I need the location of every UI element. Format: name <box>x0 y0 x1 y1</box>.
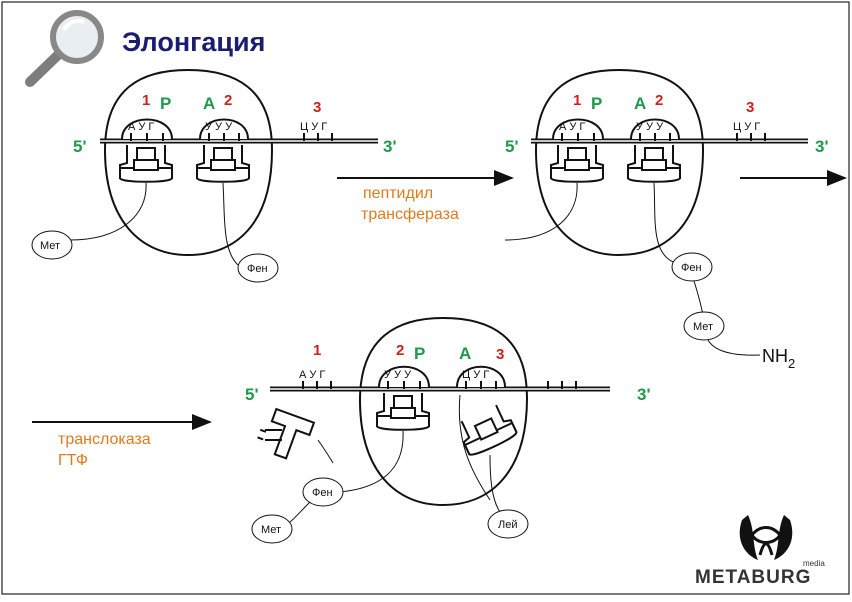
ribosome-stage-3: 5' 3' 1 2 P A 3 А У Г У У У Ц У Г Фен Ме… <box>245 316 651 544</box>
ribosome-stage-1: 5' 3' 1 P A 2 3 А У Г У У У Ц У Г Мет Фе… <box>31 68 397 283</box>
site-letter-a: A <box>459 344 471 363</box>
trna-released <box>257 407 316 460</box>
aa-label-phe: Фен <box>247 263 268 275</box>
site-number-2: 2 <box>396 342 404 359</box>
three-prime-label: 3' <box>637 385 651 404</box>
enzyme-label-line-1: пептидил <box>363 185 433 202</box>
site-letter-p: P <box>160 94 171 113</box>
three-prime-label: 3' <box>815 137 829 156</box>
aa-label-leu: Лей <box>498 519 517 531</box>
site-number-1: 1 <box>313 342 321 359</box>
codon-next: Ц У Г <box>733 121 760 133</box>
magnifier-icon <box>25 10 104 87</box>
logo-sub-text: media <box>803 559 825 568</box>
aa-label-phe: Фен <box>312 487 333 499</box>
logo-brand-text: METABURG <box>695 567 811 588</box>
site-number-1: 1 <box>142 92 150 109</box>
three-prime-label: 3' <box>383 137 397 156</box>
codon-p: А У Г <box>128 121 154 133</box>
aa-label-met: Мет <box>261 524 281 536</box>
five-prime-label: 5' <box>73 137 87 156</box>
site-letter-a: A <box>203 94 215 113</box>
gtp-label: ГТФ <box>58 452 88 469</box>
site-letter-p: P <box>414 344 425 363</box>
codon-a: У У У <box>636 121 664 133</box>
trna-incoming <box>460 404 518 456</box>
site-number-3: 3 <box>746 99 754 116</box>
codon-p: У У У <box>384 369 412 381</box>
site-letter-p: P <box>591 94 602 113</box>
metaburg-logo-icon: METABURG media <box>695 515 825 588</box>
aa-bubble-phe <box>237 253 279 283</box>
site-letter-a: A <box>634 94 646 113</box>
codon-a: Ц У Г <box>462 369 489 381</box>
site-number-2: 2 <box>655 92 663 109</box>
aa-label-met: Мет <box>40 240 60 252</box>
site-number-2: 2 <box>224 92 232 109</box>
page-title: Элонгация <box>122 27 265 57</box>
ribosome-stage-2: 5' 3' 1 P A 2 3 А У Г У У У Ц У Г Фен Ме… <box>504 68 829 371</box>
aa-label-met: Мет <box>693 321 713 333</box>
codon-p: А У Г <box>559 121 585 133</box>
five-prime-label: 5' <box>245 385 259 404</box>
site-number-1: 1 <box>573 92 581 109</box>
site-number-3: 3 <box>313 99 321 116</box>
ribosome-outline <box>103 68 274 257</box>
trna-a-site <box>196 145 250 183</box>
aa-bubble-met <box>31 230 73 260</box>
codon-a: У У У <box>205 121 233 133</box>
trna-p-site <box>119 145 173 183</box>
translocase-label: транслоказа <box>58 431 151 448</box>
codon-exited: А У Г <box>299 369 325 381</box>
trna-p-site <box>376 393 430 431</box>
nh2-label: NH2 <box>762 346 795 371</box>
enzyme-label-line-2: трансфераза <box>361 206 459 223</box>
site-number-3: 3 <box>496 346 504 363</box>
aa-label-phe: Фен <box>681 262 702 274</box>
five-prime-label: 5' <box>505 137 519 156</box>
codon-next: Ц У Г <box>300 121 327 133</box>
